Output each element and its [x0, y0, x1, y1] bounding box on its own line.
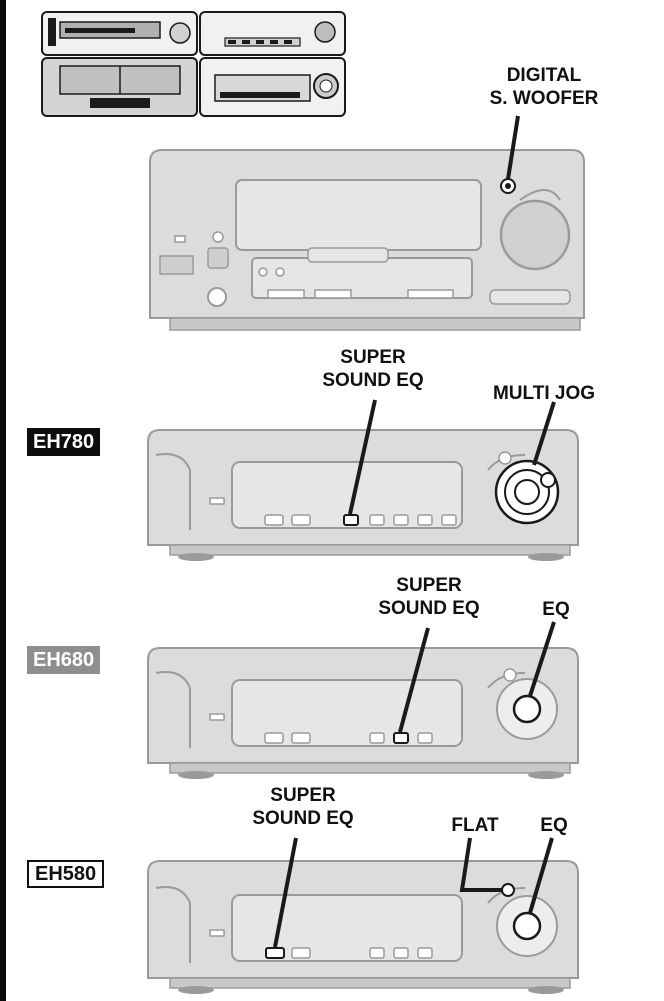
eh680-eq-label: EQ [542, 599, 570, 620]
eh580-eq-label: EQ [540, 815, 568, 836]
unit-1-woofer [149, 115, 585, 331]
eh580-super-sound-eq-line2: SOUND EQ [252, 808, 354, 829]
unit-eh680 [147, 621, 579, 779]
digital-woofer-label-line1: DIGITAL [506, 65, 582, 86]
eh780-super-sound-eq-label: SUPER SOUND EQ [310, 346, 436, 392]
model-badge-eh780: EH780 [27, 428, 101, 456]
eh580-super-sound-eq-label: SUPER SOUND EQ [240, 784, 366, 830]
eh780-multi-jog-label: MULTI JOG [492, 383, 596, 404]
eh780-super-sound-eq-line2: SOUND EQ [322, 370, 424, 391]
unit-eh780 [147, 399, 579, 561]
eh780-super-sound-eq-line1: SUPER [340, 347, 406, 368]
model-badge-eh680: EH680 [27, 646, 101, 674]
digital-woofer-label: DIGITAL S. WOOFER [474, 64, 614, 110]
unit-eh580 [147, 837, 579, 994]
eh580-super-sound-eq-line1: SUPER [270, 785, 336, 806]
digital-woofer-label-line2: S. WOOFER [489, 88, 599, 109]
eh680-super-sound-eq-label: SUPER SOUND EQ [366, 574, 492, 620]
model-badge-eh580: EH580 [27, 860, 105, 888]
eh580-flat-label: FLAT [451, 815, 499, 836]
eh680-super-sound-eq-line1: SUPER [396, 575, 462, 596]
left-border [0, 0, 6, 1001]
eh680-super-sound-eq-line2: SOUND EQ [378, 598, 480, 619]
system-thumbnail [41, 11, 346, 117]
